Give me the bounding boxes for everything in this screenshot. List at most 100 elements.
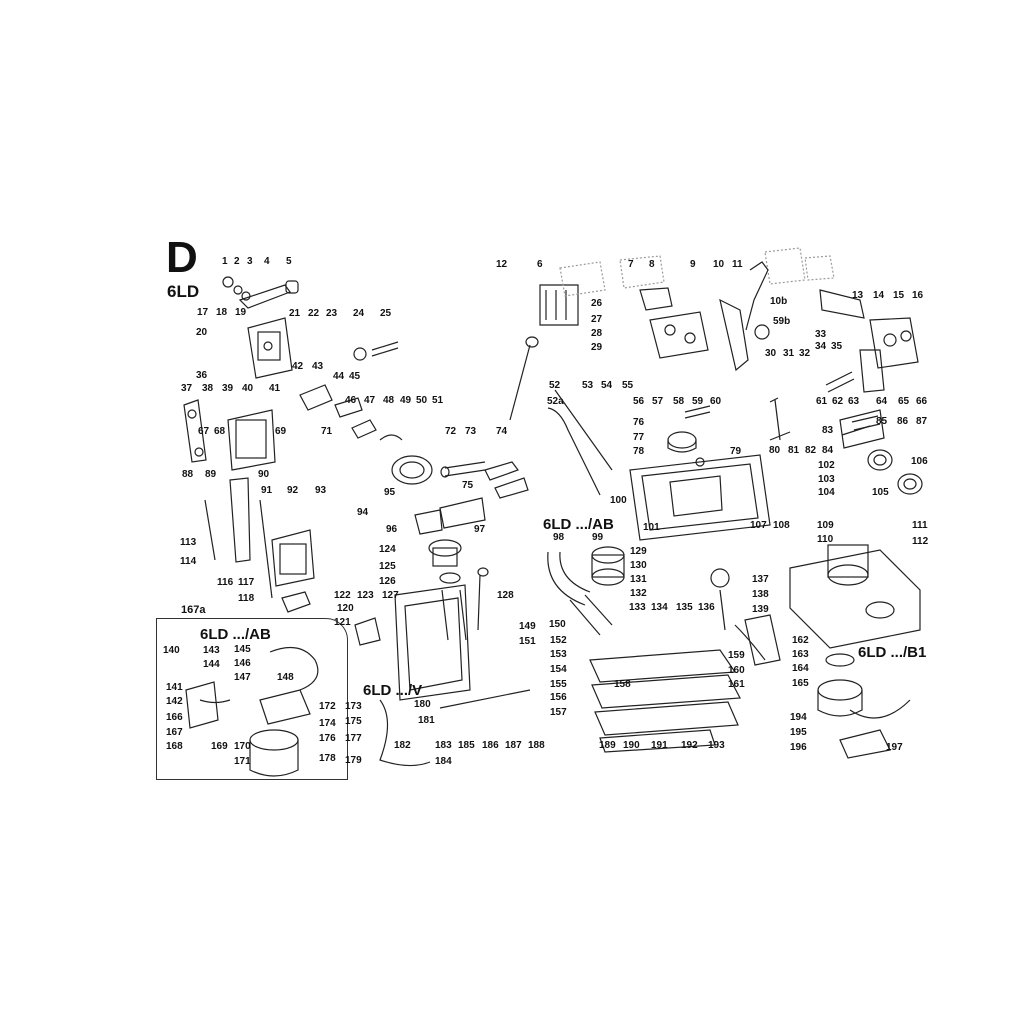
callout-111: 111: [912, 520, 928, 531]
callout-7: 7: [628, 259, 634, 270]
callout-9: 9: [690, 259, 696, 270]
callout-87: 87: [916, 416, 928, 427]
callout-10b: 10b: [770, 296, 788, 307]
callout-133: 133: [629, 602, 646, 613]
callout-124: 124: [379, 544, 396, 555]
bearing-part: [867, 449, 923, 495]
callout-40: 40: [242, 383, 254, 394]
callout-59: 59: [692, 396, 704, 407]
callout-120: 120: [337, 603, 354, 614]
callout-43: 43: [312, 361, 324, 372]
linkage-part: [281, 591, 381, 646]
callout-31: 31: [783, 348, 795, 359]
callout-117: 117: [238, 577, 255, 588]
callout-92: 92: [287, 485, 299, 496]
callout-64: 64: [876, 396, 888, 407]
callout-180: 180: [414, 699, 431, 710]
v-hose-part: [379, 689, 531, 767]
callout-63: 63: [848, 396, 860, 407]
callout-165: 165: [792, 678, 809, 689]
callout-125: 125: [379, 561, 396, 572]
callout-138: 138: [752, 589, 769, 600]
callout-56: 56: [633, 396, 645, 407]
callout-176: 176: [319, 733, 336, 744]
callout-166: 166: [166, 712, 183, 723]
callout-15: 15: [893, 290, 905, 301]
callout-69: 69: [275, 426, 287, 437]
callout-122: 122: [334, 590, 351, 601]
callout-50: 50: [416, 395, 428, 406]
rod-part: [769, 397, 791, 441]
callout-163: 163: [792, 649, 809, 660]
callout-66: 66: [916, 396, 928, 407]
callout-57: 57: [652, 396, 664, 407]
callout-23: 23: [326, 308, 338, 319]
callout-152: 152: [550, 635, 567, 646]
bent-arm-part: [719, 261, 770, 372]
callout-86: 86: [897, 416, 909, 427]
transmission-housing-part: [789, 544, 921, 649]
callout-91: 91: [261, 485, 273, 496]
synchro-ring-part: [379, 434, 433, 485]
inset-title: 6LD .../AB: [200, 626, 271, 643]
callout-149: 149: [519, 621, 536, 632]
callout-186: 186: [482, 740, 499, 751]
callout-22: 22: [308, 308, 320, 319]
callout-94: 94: [357, 507, 369, 518]
inset-oil-filter-parts: [185, 646, 319, 777]
callout-30: 30: [765, 348, 777, 359]
ab-variant-label: 6LD .../AB: [543, 516, 614, 533]
fork-lever-part: [484, 461, 529, 499]
callout-84: 84: [822, 445, 834, 456]
callout-169: 169: [211, 741, 228, 752]
callout-59b: 59b: [773, 316, 791, 327]
callout-60: 60: [710, 396, 722, 407]
callout-98: 98: [553, 532, 565, 543]
cover-plate-part: [247, 317, 293, 379]
callout-95: 95: [384, 487, 396, 498]
callout-90: 90: [258, 469, 270, 480]
shaft-spring-part: [825, 371, 885, 449]
callout-109: 109: [817, 520, 834, 531]
pickup-pipe-part: [547, 551, 613, 636]
callout-137: 137: [752, 574, 769, 585]
callout-132: 132: [630, 588, 647, 599]
callout-2: 2: [234, 256, 240, 267]
plate-bracket-part: [414, 497, 486, 535]
callout-14: 14: [873, 290, 885, 301]
callout-82: 82: [805, 445, 817, 456]
callout-10: 10: [713, 259, 725, 270]
callout-142: 142: [166, 696, 183, 707]
callout-39: 39: [222, 383, 234, 394]
inset-frame: [156, 618, 348, 780]
callout-189: 189: [599, 740, 616, 751]
selector-shaft-part: [440, 461, 486, 478]
callout-143: 143: [203, 645, 220, 656]
callout-27: 27: [591, 314, 603, 325]
callout-194: 194: [790, 712, 807, 723]
callout-35: 35: [831, 341, 843, 352]
callout-156: 156: [550, 692, 567, 703]
callout-8: 8: [649, 259, 655, 270]
callout-48: 48: [383, 395, 395, 406]
inspection-cover-part: [394, 584, 471, 701]
callout-140: 140: [163, 645, 180, 656]
b1-pump-part: [817, 653, 911, 759]
callout-160: 160: [728, 665, 745, 676]
callout-89: 89: [205, 469, 217, 480]
callout-174: 174: [319, 718, 336, 729]
callout-20: 20: [196, 327, 208, 338]
callout-195: 195: [790, 727, 807, 738]
callout-88: 88: [182, 469, 194, 480]
callout-41: 41: [269, 383, 281, 394]
callout-173: 173: [345, 701, 362, 712]
callout-5: 5: [286, 256, 292, 267]
callout-179: 179: [345, 755, 362, 766]
callout-26: 26: [591, 298, 603, 309]
callout-17: 17: [197, 307, 209, 318]
callout-74: 74: [496, 426, 508, 437]
callout-135: 135: [676, 602, 693, 613]
filter-screen-part: [591, 546, 625, 586]
callout-51: 51: [432, 395, 444, 406]
callout-183: 183: [435, 740, 452, 751]
